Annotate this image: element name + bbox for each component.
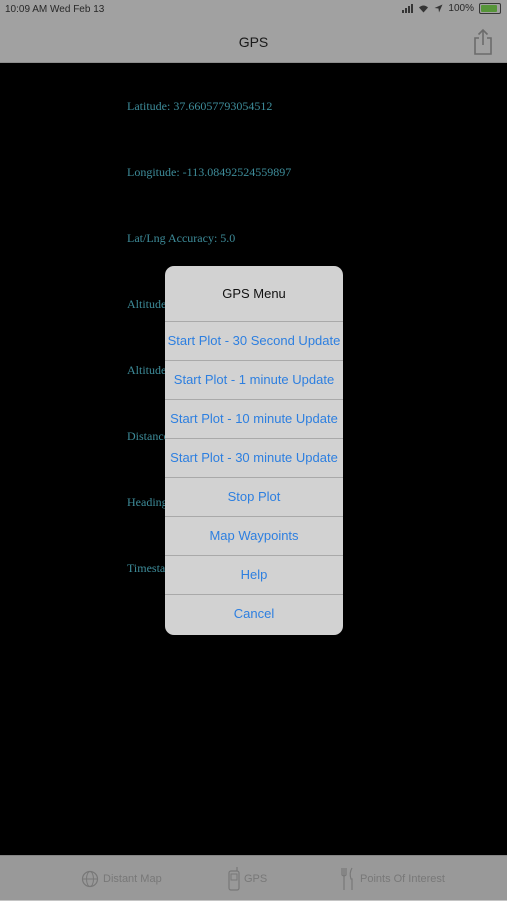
battery-fill [481,5,497,12]
gps-menu-dialog: GPS Menu Start Plot - 30 Second Update S… [165,266,343,635]
share-icon[interactable] [471,28,495,56]
cancel-button[interactable]: Cancel [233,606,275,621]
timestamp-readout: Timestam [127,561,175,575]
tab-distant-map[interactable]: Distant Map [81,866,162,892]
help-button[interactable]: Help [165,556,343,595]
status-bar: 10:09 AM Wed Feb 13 100% [0,0,507,20]
accuracy-readout: Lat/Lng Accuracy: 5.0 [127,231,236,245]
signal-icon [402,4,414,13]
altitude-accuracy-readout: Altitude A [127,363,178,377]
location-icon [434,4,443,13]
start-plot-30-second-button[interactable]: Start Plot - 30 Second Update [165,322,343,361]
tab-label: Distant Map [103,873,162,885]
utensils-icon [341,867,353,890]
tab-label: Points Of Interest [360,873,445,885]
page-title: GPS [238,34,269,50]
distance-readout: Distance: [127,429,173,443]
heading-readout: Heading: [127,495,171,509]
gps-device-icon [228,867,240,891]
tab-points-of-interest[interactable]: Points Of Interest [340,866,445,892]
stop-plot-button[interactable]: Stop Plot [165,478,343,517]
latitude-readout: Latitude: 37.66057793054512 [127,99,273,113]
status-time-date: 10:09 AM Wed Feb 13 [5,4,105,15]
menu-title: GPS Menu [165,266,343,322]
status-right: 100% [402,3,501,14]
altitude-readout: Altitude ( [127,297,174,311]
wifi-icon [419,5,429,13]
globe-icon [81,870,99,888]
longitude-readout: Longitude: -113.08492524559897 [127,165,292,179]
start-plot-10-minute-button[interactable]: Start Plot - 10 minute Update [165,400,343,439]
map-waypoints-button[interactable]: Map Waypoints [165,517,343,556]
gps-readout-panel: Latitude: 37.66057793054512 Longitude: -… [0,63,507,855]
start-plot-1-minute-button[interactable]: Start Plot - 1 minute Update [165,361,343,400]
tab-label: GPS [244,873,268,885]
start-plot-30-minute-button[interactable]: Start Plot - 30 minute Update [165,439,343,478]
tab-bar: Distant Map GPS Points Of Interest [0,855,507,901]
battery-icon [479,3,501,14]
navigation-bar: GPS [0,20,507,63]
tab-gps[interactable]: GPS [228,866,267,892]
battery-percent: 100% [448,3,474,14]
